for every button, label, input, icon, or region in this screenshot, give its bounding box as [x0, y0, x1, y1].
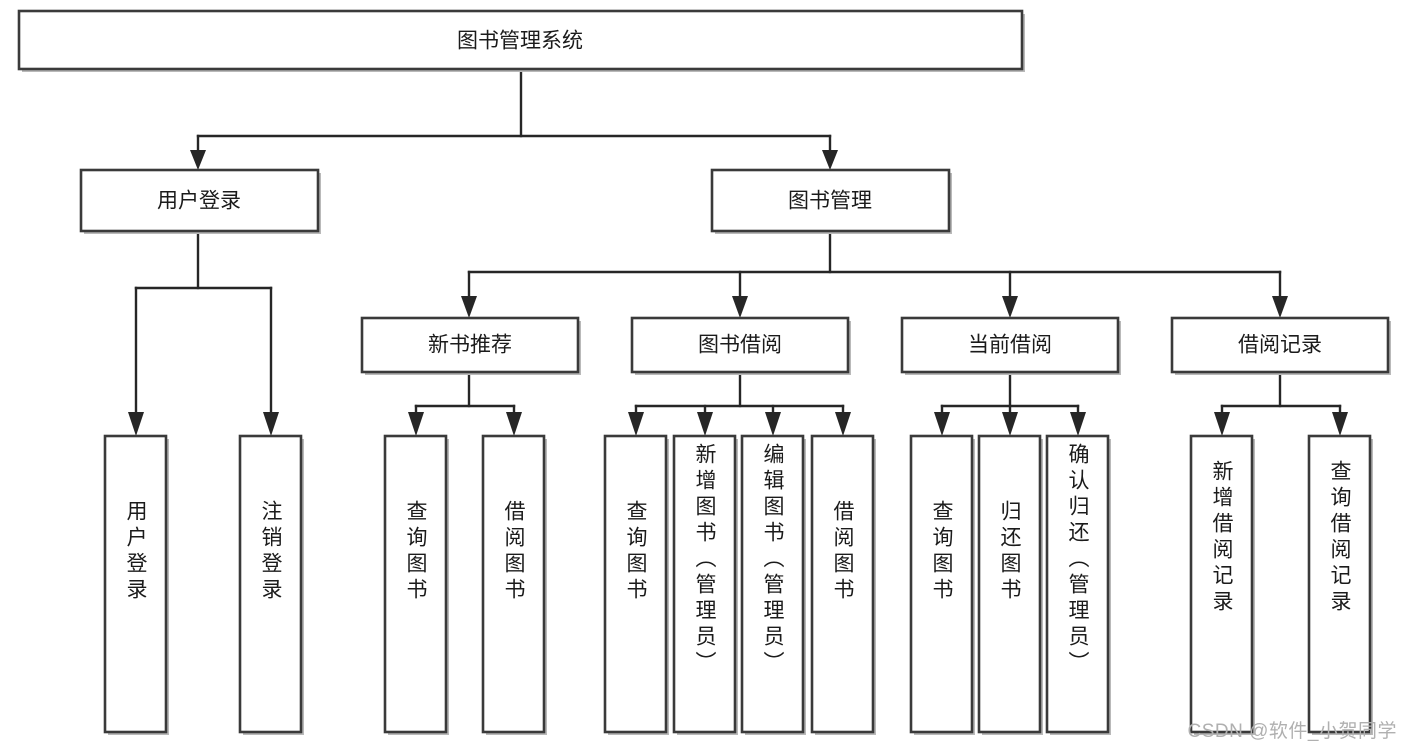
leaf-nb-1-rect[interactable]	[383, 434, 448, 734]
leaf-node-cb-2[interactable]	[977, 434, 1043, 735]
leaf-br-1-rect[interactable]	[1189, 434, 1254, 734]
leaf-node-br-1[interactable]	[1189, 434, 1255, 735]
node-book-borrow-label: 图书借阅	[698, 334, 782, 357]
leaf-nb-2-rect[interactable]	[481, 434, 546, 734]
leaf-node-nb-1[interactable]	[383, 434, 449, 735]
leaf-bb-2-rect[interactable]	[672, 434, 737, 734]
arrow-head-book-manage	[822, 150, 838, 170]
arrow-head-current-borrow	[1002, 296, 1018, 318]
leaf-node-cb-1[interactable]	[909, 434, 975, 735]
node-borrow-record[interactable]: 借阅记录	[1170, 316, 1391, 375]
connector-group-current-borrow	[934, 371, 1086, 436]
node-user-login-rect[interactable]	[79, 168, 320, 233]
node-new-book-label: 新书推荐	[428, 334, 512, 357]
connector-group-book-borrow	[628, 371, 851, 436]
arrow-head-new-book	[461, 296, 477, 318]
arrow-head-bb-leaf-3	[765, 412, 781, 436]
arrow-head-bb-leaf-1	[628, 412, 644, 436]
arrow-head-nb-leaf-1	[408, 412, 424, 436]
node-book-borrow[interactable]: 图书借阅	[630, 316, 851, 375]
leaf-node-nb-2[interactable]	[481, 434, 547, 735]
leaf-node-ul-2[interactable]	[238, 434, 304, 735]
node-borrow-record-rect[interactable]	[1170, 316, 1390, 374]
node-root-label: 图书管理系统	[457, 30, 583, 53]
leaf-ul-1-rect[interactable]	[103, 434, 168, 734]
node-book-manage-rect[interactable]	[710, 168, 951, 233]
node-borrow-record-label: 借阅记录	[1238, 334, 1322, 357]
leaf-br-2-rect[interactable]	[1307, 434, 1372, 734]
node-new-book-rect[interactable]	[360, 316, 580, 374]
connector-group-user-login	[128, 230, 279, 436]
arrow-head-ul-leaf-1	[128, 412, 144, 436]
node-root-rect[interactable]	[17, 9, 1024, 71]
leaf-bb-3-rect[interactable]	[740, 434, 805, 734]
arrow-head-cb-leaf-3	[1070, 412, 1086, 436]
leaf-cb-1-rect[interactable]	[909, 434, 974, 734]
node-book-manage-label: 图书管理	[788, 190, 872, 213]
connector-group-book-manage	[461, 230, 1288, 318]
leaf-bb-1-rect[interactable]	[603, 434, 668, 734]
arrow-head-bb-leaf-2	[697, 412, 713, 436]
leaf-bb-4-rect[interactable]	[810, 434, 875, 734]
leaf-node-bb-4[interactable]	[810, 434, 876, 735]
leaf-node-bb-2[interactable]	[672, 434, 738, 735]
leaf-node-cb-3[interactable]	[1045, 434, 1111, 735]
arrow-head-bb-leaf-4	[835, 412, 851, 436]
node-current-borrow-label: 当前借阅	[968, 334, 1052, 357]
node-user-login-label: 用户登录	[157, 190, 241, 213]
arrow-head-br-leaf-2	[1332, 412, 1348, 436]
leaf-node-ul-1[interactable]	[103, 434, 169, 735]
arrow-head-user-login	[190, 150, 206, 170]
node-current-borrow-rect[interactable]	[900, 316, 1120, 374]
leaf-node-br-2[interactable]	[1307, 434, 1373, 735]
arrow-head-cb-leaf-1	[934, 412, 950, 436]
arrow-head-book-borrow	[732, 296, 748, 318]
connector-group-new-book	[408, 371, 522, 436]
node-new-book-recommend[interactable]: 新书推荐	[360, 316, 581, 375]
connector-group-borrow-record	[1214, 371, 1348, 436]
node-book-borrow-rect[interactable]	[630, 316, 850, 374]
node-root-system[interactable]: 图书管理系统	[17, 9, 1025, 72]
arrow-head-cb-leaf-2	[1002, 412, 1018, 436]
leaf-ul-2-rect[interactable]	[238, 434, 303, 734]
leaf-cb-3-rect[interactable]	[1045, 434, 1110, 734]
arrow-head-br-leaf-1	[1214, 412, 1230, 436]
leaf-node-bb-3[interactable]	[740, 434, 806, 735]
arrow-head-ul-leaf-2	[263, 412, 279, 436]
arrow-head-nb-leaf-2	[506, 412, 522, 436]
connector-group-root	[190, 70, 838, 170]
node-user-login[interactable]: 用户登录	[79, 168, 321, 234]
leaf-node-bb-1[interactable]	[603, 434, 669, 735]
arrow-head-borrow-record	[1272, 296, 1288, 318]
node-book-manage[interactable]: 图书管理	[710, 168, 952, 234]
node-current-borrow[interactable]: 当前借阅	[900, 316, 1121, 375]
leaf-cb-2-rect[interactable]	[977, 434, 1042, 734]
